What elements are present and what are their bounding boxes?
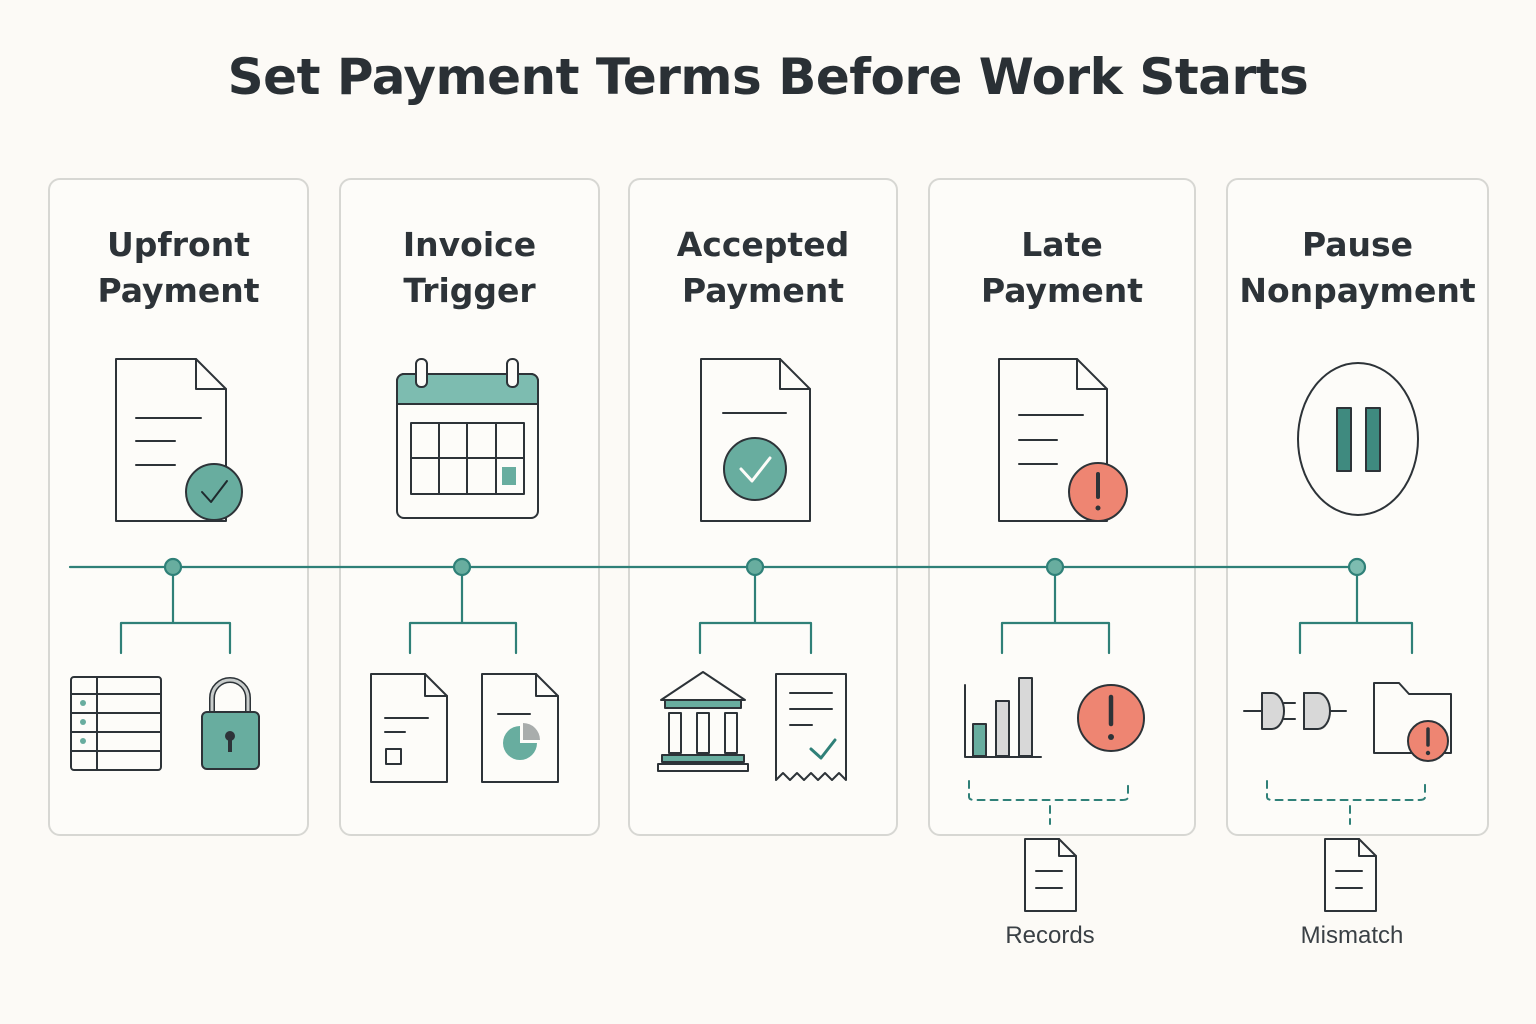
timeline-node — [1298, 557, 1414, 655]
note-label-records: Records — [1005, 922, 1095, 949]
document-check-icon — [700, 358, 811, 522]
timeline-node — [1000, 557, 1111, 655]
card-title-line1: Upfront — [107, 225, 250, 264]
page-title: Set Payment Terms Before Work Starts — [227, 48, 1309, 106]
card-title-line1: Pause — [1301, 225, 1414, 264]
card-title-line2: Payment — [980, 271, 1144, 310]
document-check-icon — [115, 358, 243, 522]
timeline — [68, 557, 1414, 655]
timeline-node — [119, 557, 232, 655]
card-title: Accepted Payment — [630, 222, 896, 314]
timeline-node — [408, 557, 518, 655]
timeline-node — [698, 557, 813, 655]
bank-building-icon — [657, 671, 749, 772]
card-title-line1: Late — [1021, 225, 1103, 264]
card-title-line2: Payment — [97, 271, 260, 310]
document-icon — [1324, 838, 1377, 912]
dashed-bracket — [1266, 780, 1426, 825]
bar-chart-icon — [964, 677, 1042, 758]
card-title-line1: Invoice — [402, 225, 537, 264]
card-title-line2: Trigger — [403, 271, 536, 310]
dashed-bracket — [968, 780, 1129, 825]
card-title: Late Payment — [930, 222, 1194, 314]
card-title: Invoice Trigger — [341, 222, 598, 314]
calendar-icon — [396, 358, 539, 519]
receipt-check-icon — [775, 673, 847, 781]
card-title-line1: Accepted — [676, 225, 850, 264]
card-title-line2: Nonpayment — [1239, 271, 1476, 310]
pause-circle-icon — [1297, 362, 1419, 516]
document-icon — [1024, 838, 1077, 912]
note-label-mismatch: Mismatch — [1300, 922, 1404, 949]
padlock-icon — [201, 677, 260, 770]
card-title-line2: Payment — [681, 271, 845, 310]
card-title: Upfront Payment — [50, 222, 307, 314]
folder-alert-icon — [1373, 682, 1452, 762]
document-pie-chart-icon — [481, 673, 559, 783]
document-alert-icon — [998, 358, 1128, 522]
card-title: Pause Nonpayment — [1228, 222, 1487, 314]
alert-circle-icon — [1077, 684, 1145, 752]
table-list-icon — [70, 676, 162, 771]
plug-disconnect-icon — [1243, 692, 1347, 730]
document-checkbox-icon — [370, 673, 448, 783]
